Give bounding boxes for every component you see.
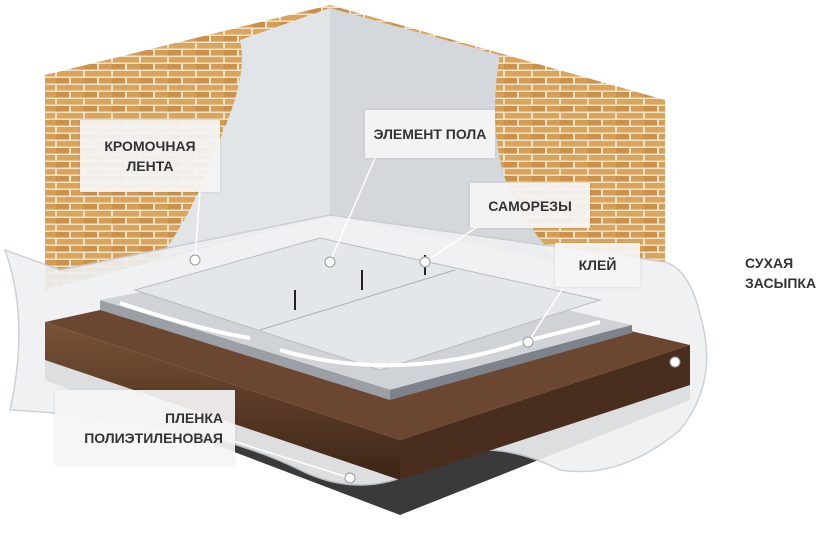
label-text: КРОМОЧНАЯ [104, 138, 196, 154]
label-text: ПЛЕНКА [165, 409, 223, 426]
label-edge-tape: КРОМОЧНАЯ ЛЕНТА [80, 120, 220, 192]
callout-lines [194, 157, 566, 479]
label-text: ЗАСЫПКА [745, 275, 817, 291]
label-floor-element: ЭЛЕМЕНТ ПОЛА [365, 110, 495, 158]
label-text: ЭЛЕМЕНТ ПОЛА [373, 126, 487, 142]
label-text: КЛЕЙ [578, 257, 617, 273]
label-polyethylene-film: ПЛЕНКА ПОЛИЭТИЛЕНОВАЯ [55, 390, 235, 465]
label-text: САМОРЕЗЫ [488, 197, 572, 214]
label-text: ПОЛИЭТИЛЕНОВАЯ [84, 429, 223, 446]
label-dry-fill: СУХАЯ ЗАСЫПКА [745, 253, 816, 293]
panel-seam [259, 269, 456, 331]
panel-edge-side [390, 325, 632, 400]
label-glue: КЛЕЙ [555, 243, 640, 287]
label-screws: САМОРЕЗЫ [470, 183, 590, 228]
dry-fill-side [400, 345, 690, 480]
label-text: СУХАЯ [745, 255, 794, 271]
floor-panel-upper [133, 237, 602, 371]
edge-tape-left [160, 8, 330, 258]
label-text: ЛЕНТА [126, 158, 174, 174]
panel-edge [100, 300, 390, 400]
glue-line [279, 320, 601, 368]
callout-dots [189, 254, 681, 484]
glue-line [119, 301, 251, 340]
